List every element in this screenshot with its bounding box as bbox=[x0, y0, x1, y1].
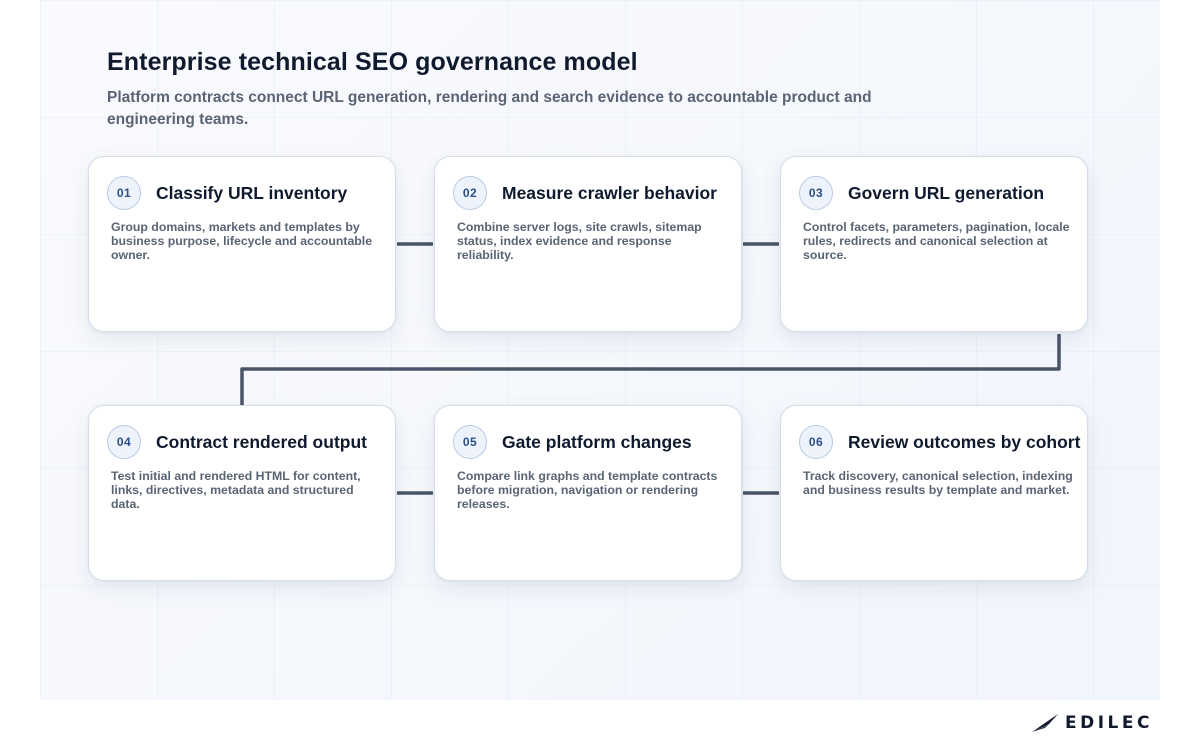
step-title: Review outcomes by cohort bbox=[848, 432, 1081, 452]
step-card-06: 06 Review outcomes by cohort Track disco… bbox=[780, 405, 1088, 581]
step-description: Control facets, parameters, pagination, … bbox=[803, 220, 1070, 262]
step-card-03: 03 Govern URL generation Control facets,… bbox=[780, 156, 1088, 332]
step-description: Group domains, markets and templates by … bbox=[111, 220, 373, 262]
step-description: Compare link graphs and template contrac… bbox=[457, 469, 718, 511]
step-number-badge: 04 bbox=[107, 425, 141, 459]
brand-logo-text: EDILEC bbox=[1065, 713, 1153, 733]
step-title: Gate platform changes bbox=[502, 432, 692, 452]
step-description: Combine server logs, site crawls, sitema… bbox=[457, 220, 702, 262]
diagram-canvas bbox=[40, 0, 1160, 700]
step-card-01: 01 Classify URL inventory Group domains,… bbox=[88, 156, 396, 332]
step-card-04: 04 Contract rendered output Test initial… bbox=[88, 405, 396, 581]
step-number-badge: 06 bbox=[799, 425, 833, 459]
connector-03-04 bbox=[240, 334, 1061, 405]
step-title: Measure crawler behavior bbox=[502, 183, 717, 203]
bird-logo-icon bbox=[1032, 714, 1058, 732]
step-number-badge: 01 bbox=[107, 176, 141, 210]
step-card-05: 05 Gate platform changes Compare link gr… bbox=[434, 405, 742, 581]
step-number-badge: 02 bbox=[453, 176, 487, 210]
step-number-badge: 03 bbox=[799, 176, 833, 210]
page-title: Enterprise technical SEO governance mode… bbox=[107, 48, 638, 76]
step-number-badge: 05 bbox=[453, 425, 487, 459]
step-description: Track discovery, canonical selection, in… bbox=[803, 469, 1073, 497]
step-card-02: 02 Measure crawler behavior Combine serv… bbox=[434, 156, 742, 332]
step-title: Govern URL generation bbox=[848, 183, 1045, 203]
step-title: Contract rendered output bbox=[156, 432, 367, 452]
brand-logo: EDILEC bbox=[1031, 710, 1153, 736]
page-subtitle: Platform contracts connect URL generatio… bbox=[107, 89, 872, 128]
step-title: Classify URL inventory bbox=[156, 183, 348, 203]
step-description: Test initial and rendered HTML for conte… bbox=[111, 469, 361, 511]
